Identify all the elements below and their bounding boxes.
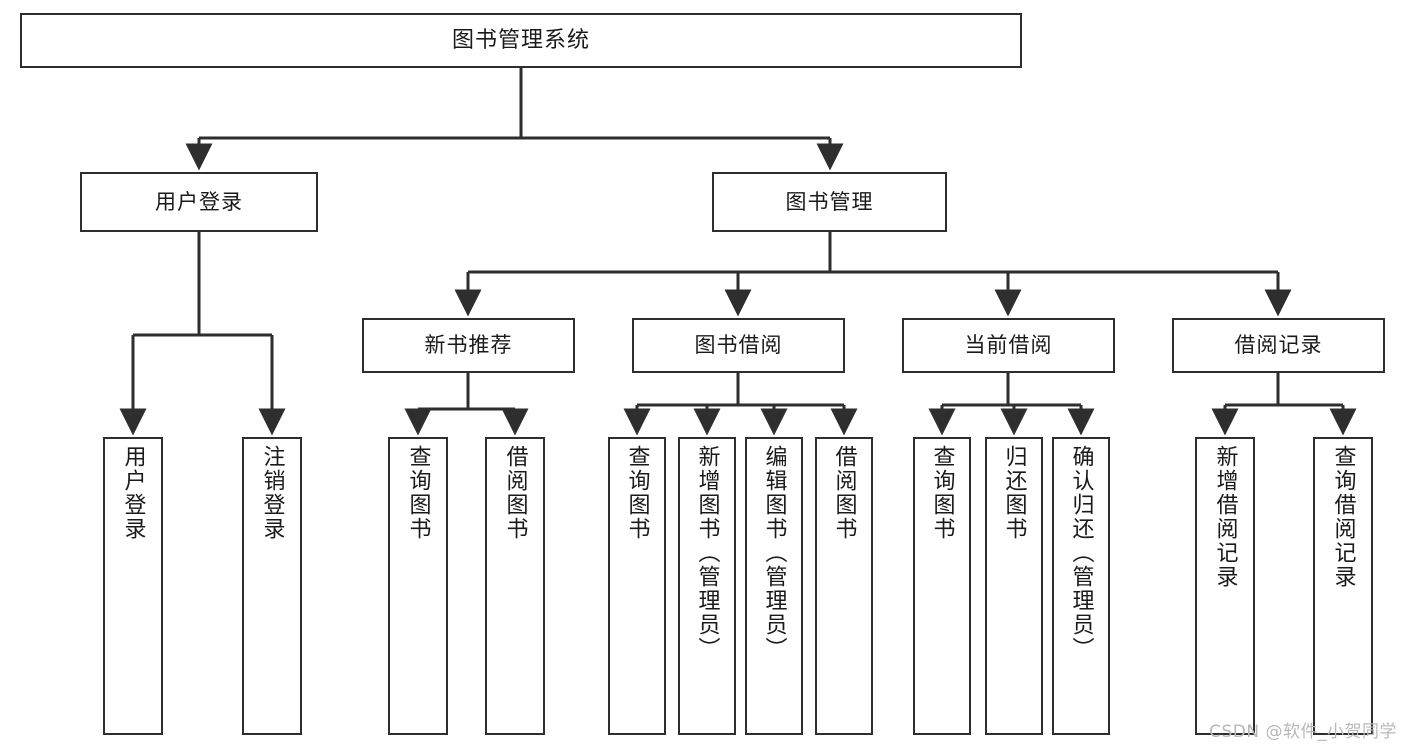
node-leaf-return-book-label: 归还图书	[1001, 445, 1027, 541]
node-leaf-return-book[interactable]: 归还图书	[985, 437, 1043, 735]
node-leaf-query-book-3[interactable]: 查询图书	[913, 437, 971, 735]
node-borrow-record-label: 借阅记录	[1234, 333, 1323, 358]
node-leaf-edit-book[interactable]: 编辑图书（管理员）	[745, 437, 803, 735]
node-leaf-borrow-book-2-label: 借阅图书	[831, 445, 857, 541]
node-leaf-edit-book-label: 编辑图书（管理员）	[761, 445, 787, 661]
node-leaf-logout[interactable]: 注销登录	[242, 437, 302, 735]
node-user-login-label: 用户登录	[155, 189, 243, 214]
node-borrow-record[interactable]: 借阅记录	[1172, 318, 1385, 373]
node-root[interactable]: 图书管理系统	[20, 13, 1022, 68]
node-leaf-query-book-1-label: 查询图书	[405, 445, 431, 541]
node-leaf-borrow-book-2[interactable]: 借阅图书	[815, 437, 873, 735]
node-current-borrow[interactable]: 当前借阅	[902, 318, 1115, 373]
node-leaf-query-book-3-label: 查询图书	[929, 445, 955, 541]
node-leaf-confirm-return[interactable]: 确认归还（管理员）	[1052, 437, 1110, 735]
node-leaf-confirm-return-label: 确认归还（管理员）	[1068, 445, 1094, 661]
node-leaf-query-book-1[interactable]: 查询图书	[388, 437, 448, 735]
node-root-label: 图书管理系统	[451, 27, 590, 53]
node-book-manage[interactable]: 图书管理	[712, 172, 947, 232]
node-leaf-query-book-2[interactable]: 查询图书	[608, 437, 666, 735]
node-leaf-add-record-label: 新增借阅记录	[1212, 445, 1238, 589]
node-leaf-user-login-label: 用户登录	[120, 445, 146, 541]
node-user-login[interactable]: 用户登录	[80, 172, 318, 232]
node-book-manage-label: 图书管理	[785, 189, 874, 214]
node-leaf-add-record[interactable]: 新增借阅记录	[1195, 437, 1255, 735]
node-leaf-user-login[interactable]: 用户登录	[103, 437, 163, 735]
node-book-borrow[interactable]: 图书借阅	[632, 318, 845, 373]
node-leaf-add-book-label: 新增图书（管理员）	[694, 445, 720, 661]
node-leaf-logout-label: 注销登录	[259, 445, 285, 541]
node-new-book-recommend-label: 新书推荐	[424, 333, 513, 358]
node-new-book-recommend[interactable]: 新书推荐	[362, 318, 575, 373]
node-current-borrow-label: 当前借阅	[964, 333, 1053, 358]
node-leaf-add-book[interactable]: 新增图书（管理员）	[678, 437, 736, 735]
node-leaf-query-record[interactable]: 查询借阅记录	[1313, 437, 1373, 735]
node-leaf-borrow-book-1[interactable]: 借阅图书	[485, 437, 545, 735]
node-book-borrow-label: 图书借阅	[694, 333, 783, 358]
node-leaf-query-record-label: 查询借阅记录	[1330, 445, 1356, 589]
node-leaf-borrow-book-1-label: 借阅图书	[502, 445, 528, 541]
node-leaf-query-book-2-label: 查询图书	[624, 445, 650, 541]
